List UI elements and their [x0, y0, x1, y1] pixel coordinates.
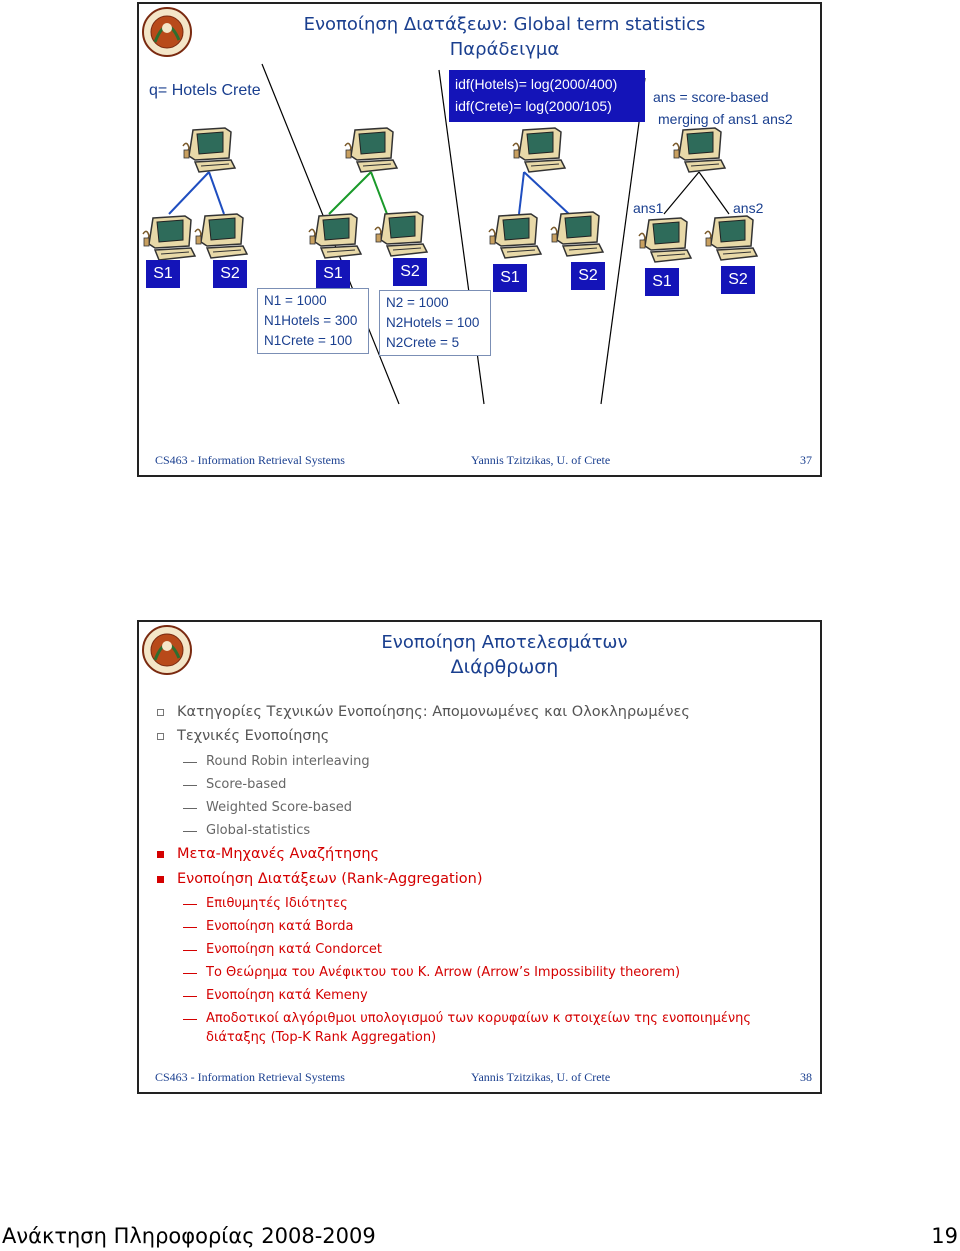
source-label: S1	[493, 264, 527, 292]
outline-subitem: Το Θεώρημα του Ανέφικτου του Κ. Arrow (A…	[206, 965, 681, 980]
stat-n1: N1 = 1000	[264, 293, 327, 308]
bullet-dash-icon	[183, 904, 197, 905]
bullet-dash-icon	[183, 1019, 197, 1020]
stats-box-2: N2 = 1000 N2Hotels = 100 N2Crete = 5	[379, 290, 491, 356]
outline-item: Τεχνικές Ενοποίησης	[177, 728, 330, 744]
outline-subitem-continued: διάταξης (Top-K Rank Aggregation)	[206, 1030, 437, 1045]
stat-n2crete: N2Crete = 5	[386, 335, 460, 350]
slide-37: Ενοποίηση Διατάξεων: Global term statist…	[137, 2, 822, 477]
bullet-dash-icon	[183, 950, 197, 951]
slide-footer: CS463 - Information Retrieval Systems Ya…	[155, 453, 812, 469]
outline-subitem: Weighted Score-based	[206, 800, 353, 815]
ans1-label: ans1	[633, 200, 664, 216]
computer-icon	[487, 210, 543, 262]
outline-subitem: Global-statistics	[206, 823, 311, 838]
outline-subitem: Ενοποίηση κατά Kemeny	[206, 988, 368, 1003]
slide-38: Ενοποίηση Αποτελεσμάτων Διάρθρωση Κατηγο…	[137, 620, 822, 1094]
idf-box: idf(Hotels)= log(2000/400) idf(Crete)= l…	[449, 70, 645, 122]
slide-subtitle: Διάρθρωση	[450, 656, 559, 678]
ans2-label: ans2	[733, 200, 764, 216]
stat-n2: N2 = 1000	[386, 295, 449, 310]
page-footer: Ανάκτηση Πληροφορίας 2008-2009 19	[0, 1224, 960, 1251]
source-label: S1	[645, 268, 679, 296]
stats-box-1: N1 = 1000 N1Hotels = 300 N1Crete = 100	[257, 288, 369, 354]
bullet-dash-icon	[183, 808, 197, 809]
computer-icon	[307, 210, 363, 262]
bullet-dash-icon	[183, 973, 197, 974]
bullet-square-icon	[157, 709, 164, 716]
idf-hotels: idf(Hotels)= log(2000/400)	[455, 76, 618, 92]
computer-icon	[511, 124, 567, 176]
university-logo-icon	[141, 624, 193, 676]
outline-item: Ενοποίηση Διατάξεων (Rank-Aggregation)	[177, 871, 483, 887]
bullet-dash-icon	[183, 996, 197, 997]
computer-icon	[637, 214, 693, 266]
page-number: 19	[931, 1224, 958, 1248]
source-label: S2	[571, 262, 605, 290]
bullet-square-icon	[157, 851, 164, 858]
bullet-square-icon	[157, 733, 164, 740]
outline-subitem: Ενοποίηση κατά Condorcet	[206, 942, 382, 957]
stat-n2hotels: N2Hotels = 100	[386, 315, 480, 330]
footer-author: Yannis Tzitzikas, U. of Crete	[471, 453, 611, 467]
stat-n1crete: N1Crete = 100	[264, 333, 353, 348]
outline-subitem: Επιθυμητές Ιδιότητες	[206, 896, 348, 911]
computer-icon	[671, 124, 727, 176]
footer-course: CS463 - Information Retrieval Systems	[155, 1070, 345, 1084]
idf-crete: idf(Crete)= log(2000/105)	[455, 98, 612, 114]
outline-subitem: Round Robin interleaving	[206, 754, 370, 769]
slide-title: Ενοποίηση Αποτελεσμάτων	[381, 632, 628, 653]
slide-number: 38	[800, 1070, 812, 1084]
outline-subitem: Score-based	[206, 777, 287, 792]
computer-icon	[343, 124, 399, 176]
slide-footer: CS463 - Information Retrieval Systems Ya…	[155, 1070, 812, 1086]
bullet-dash-icon	[183, 785, 197, 786]
stat-n1hotels: N1Hotels = 300	[264, 313, 358, 328]
bullet-dash-icon	[183, 831, 197, 832]
source-label: S2	[393, 258, 427, 286]
source-label: S1	[316, 260, 350, 288]
computer-icon	[549, 208, 605, 260]
outline-item: Κατηγορίες Τεχνικών Ενοποίησης: Απομονωμ…	[177, 704, 690, 720]
computer-icon	[193, 210, 249, 262]
outline-item: Μετα-Μηχανές Αναζήτησης	[177, 846, 380, 862]
footer-author: Yannis Tzitzikas, U. of Crete	[471, 1070, 611, 1084]
bullet-dash-icon	[183, 762, 197, 763]
query-text: q= Hotels Crete	[149, 82, 261, 99]
slide-subtitle: Παράδειγμα	[449, 39, 560, 60]
slide-title: Ενοποίηση Διατάξεων: Global term statist…	[303, 14, 706, 35]
computer-icon	[181, 124, 237, 176]
source-label: S2	[721, 266, 755, 294]
ans-line-2: merging of ans1 ans2	[658, 111, 793, 127]
ans-description: ans = score-based merging of ans1 ans2	[653, 86, 793, 130]
computer-icon	[703, 212, 759, 264]
slide-number: 37	[800, 453, 812, 467]
computer-icon	[141, 212, 197, 264]
source-label: S1	[146, 260, 180, 288]
outline-subitem: Αποδοτικοί αλγόριθμοι υπολογισμού των κο…	[206, 1011, 752, 1026]
outline-subitem: Ενοποίηση κατά Borda	[206, 919, 354, 934]
course-title: Ανάκτηση Πληροφορίας 2008-2009	[2, 1224, 376, 1248]
footer-course: CS463 - Information Retrieval Systems	[155, 453, 345, 467]
bullet-dash-icon	[183, 927, 197, 928]
bullet-square-icon	[157, 876, 164, 883]
source-label: S2	[213, 260, 247, 288]
computer-icon	[373, 208, 429, 260]
ans-line-1: ans = score-based	[653, 89, 769, 105]
